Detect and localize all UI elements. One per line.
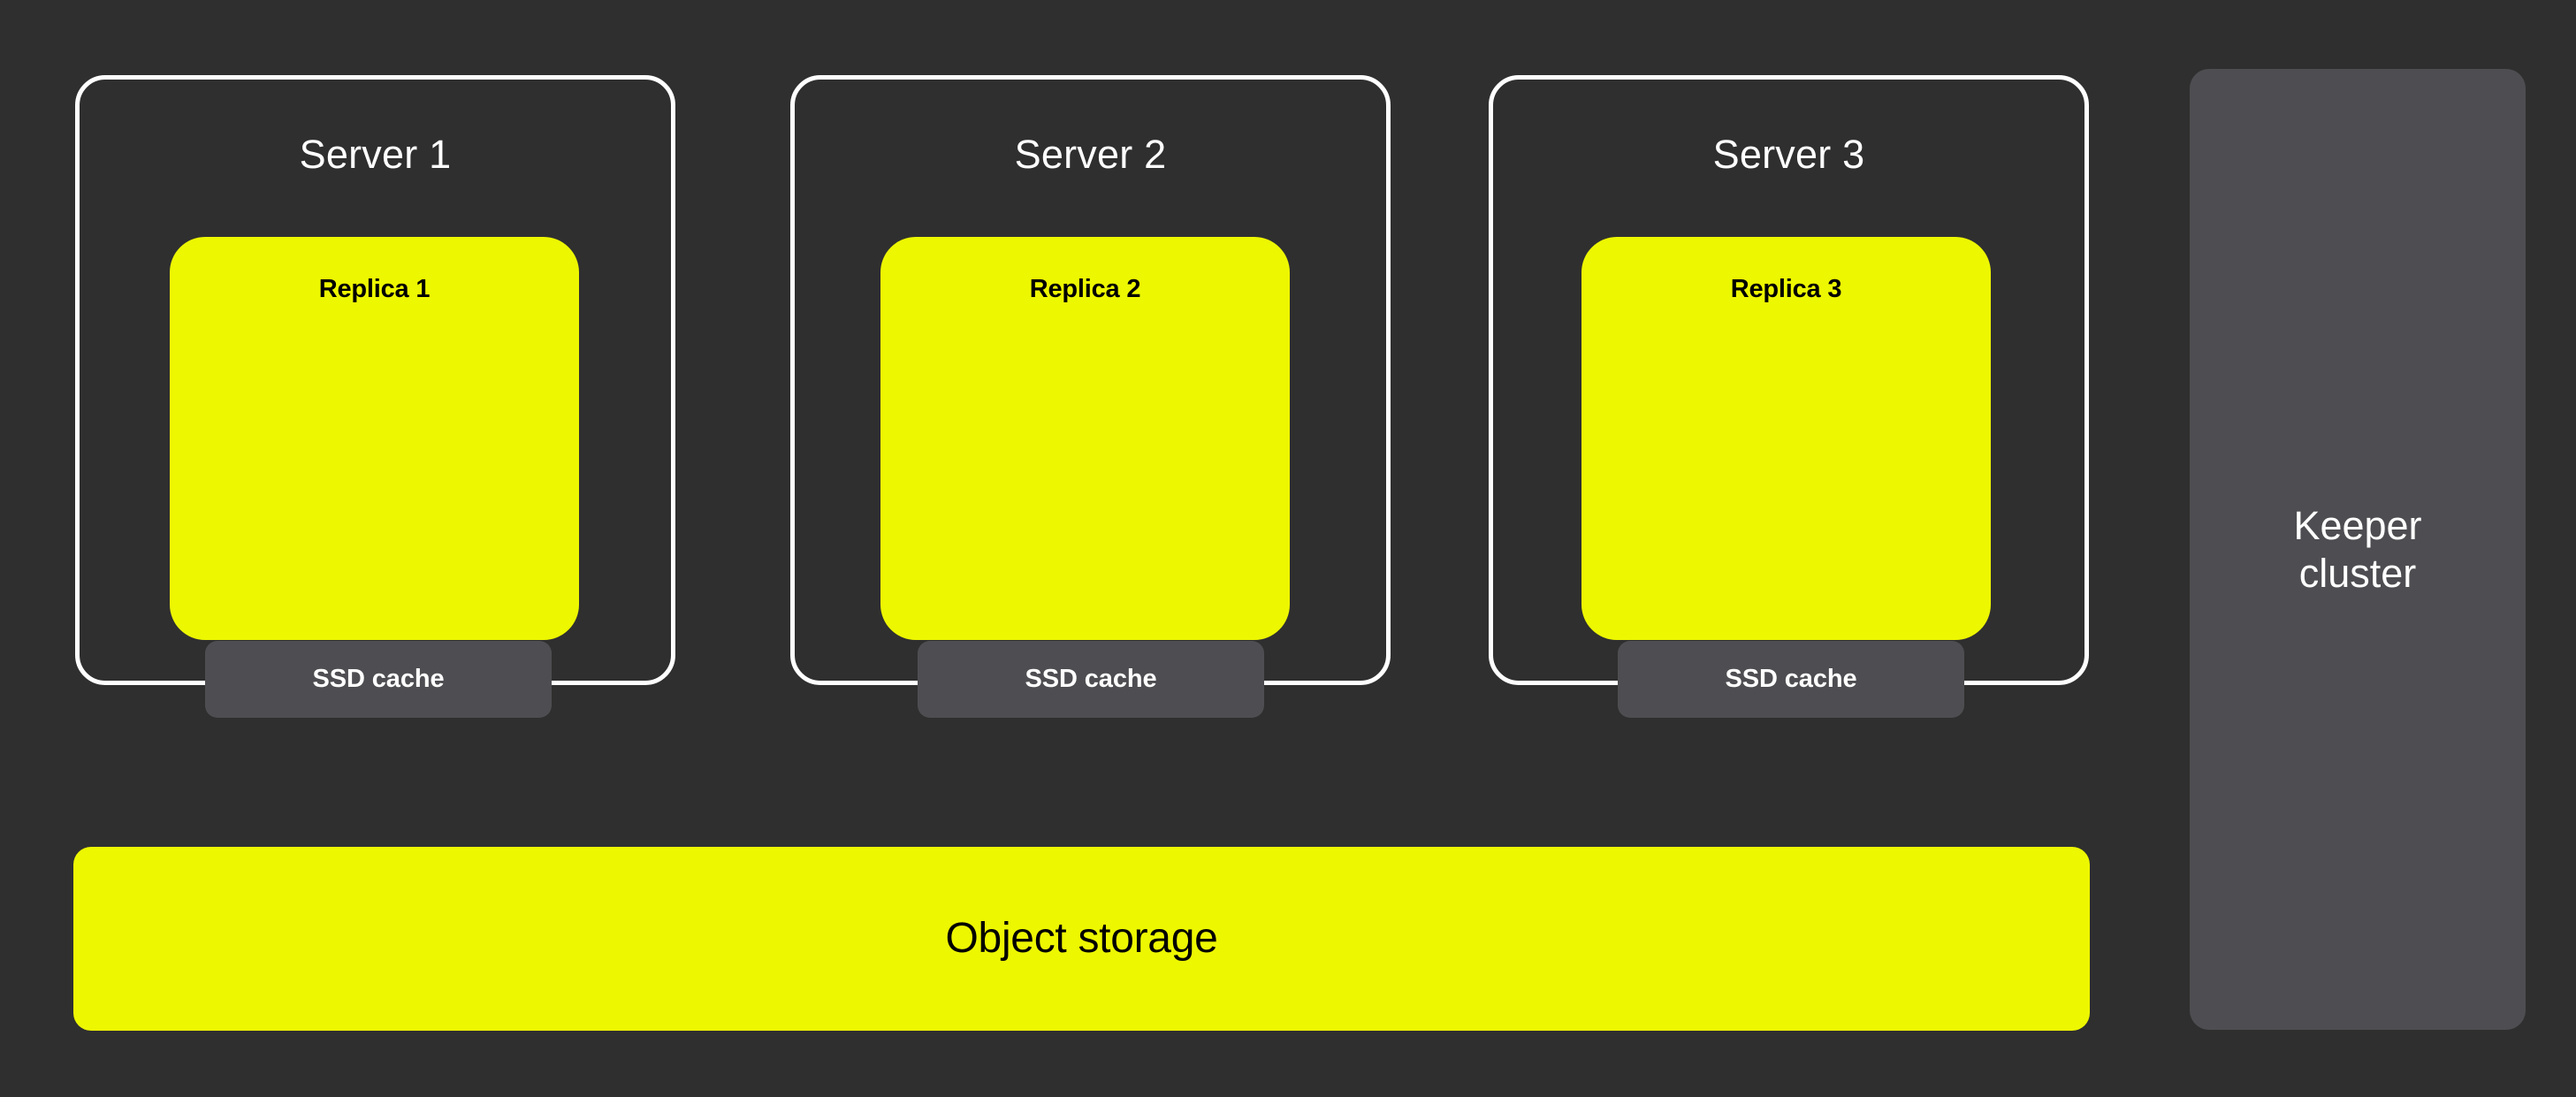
replica-box-3: Replica 3 xyxy=(1581,237,1991,640)
replica-label-3: Replica 3 xyxy=(1730,275,1842,303)
server-title-1: Server 1 xyxy=(299,132,452,177)
replica-label-2: Replica 2 xyxy=(1029,275,1141,303)
replica-label-1: Replica 1 xyxy=(318,275,431,303)
object-storage-label: Object storage xyxy=(945,915,1218,962)
keeper-cluster-label: Keeper cluster xyxy=(2293,503,2422,596)
ssd-cache-box-1: SSD cache xyxy=(205,641,552,718)
server-title-3: Server 3 xyxy=(1712,132,1865,177)
ssd-cache-label-1: SSD cache xyxy=(312,665,445,693)
replica-box-2: Replica 2 xyxy=(880,237,1290,640)
ssd-cache-box-3: SSD cache xyxy=(1618,641,1964,718)
ssd-cache-label-2: SSD cache xyxy=(1025,665,1157,693)
object-storage-box: Object storage xyxy=(73,847,2090,1031)
replica-box-1: Replica 1 xyxy=(170,237,579,640)
ssd-cache-box-2: SSD cache xyxy=(918,641,1264,718)
server-title-2: Server 2 xyxy=(1014,132,1167,177)
keeper-cluster-box: Keeper cluster xyxy=(2190,69,2526,1030)
ssd-cache-label-3: SSD cache xyxy=(1725,665,1857,693)
